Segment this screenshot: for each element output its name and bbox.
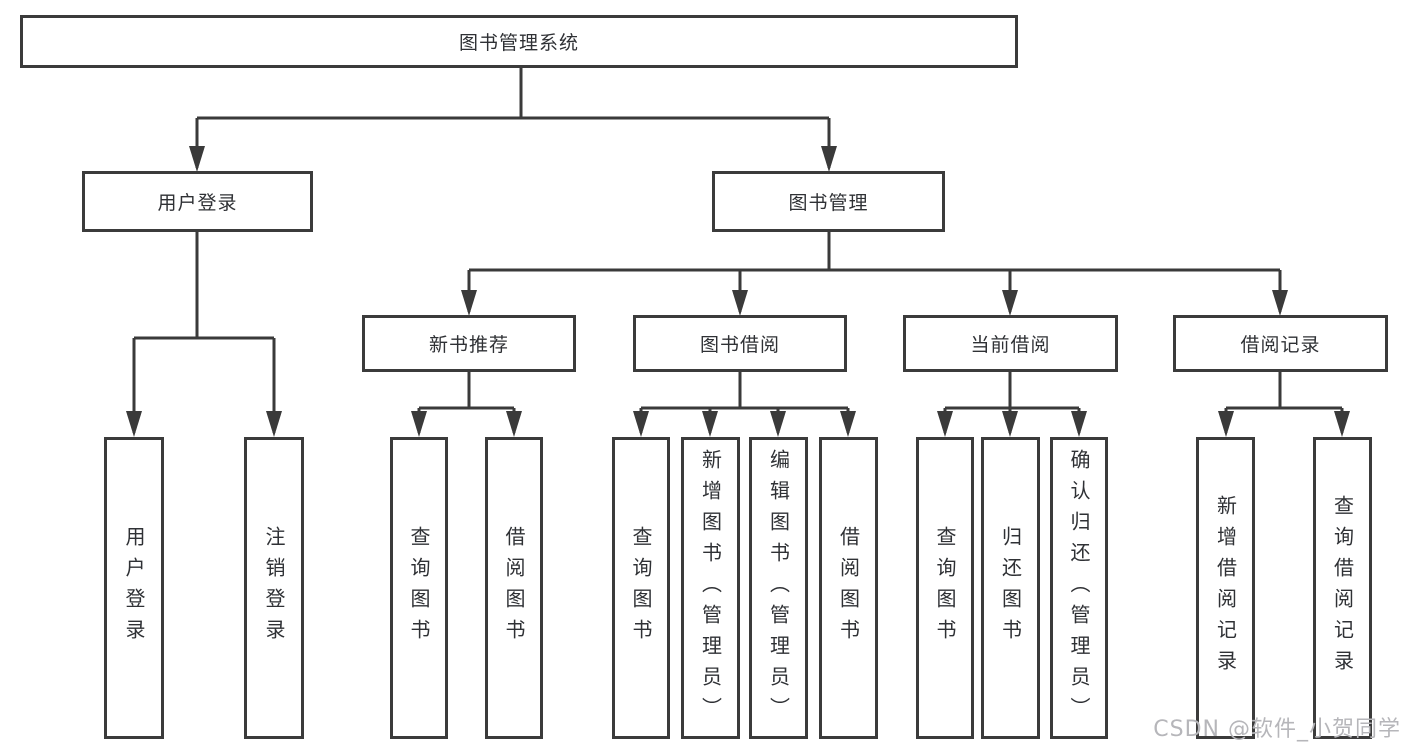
leaf-borrow-books-label: 借阅图书	[836, 526, 861, 650]
node-user-login: 用户登录	[82, 171, 313, 232]
csdn-watermark: CSDN @软件_小贺同学	[1153, 717, 1401, 742]
node-borrow-records: 借阅记录	[1173, 315, 1388, 372]
connector-bookborrow-to-leaves	[639, 372, 850, 433]
leaf-query-books-current-label: 查询图书	[933, 526, 957, 650]
leaf-query-borrow-record: 查询借阅记录	[1313, 437, 1372, 739]
leaf-confirm-return-admin: 确认归还（管理员）	[1050, 437, 1108, 739]
connector-userlogin-to-leaves	[132, 232, 276, 433]
node-book-management-label: 图书管理	[788, 192, 869, 214]
arrowheads	[126, 146, 1350, 437]
leaf-user-login: 用户登录	[104, 437, 164, 739]
leaf-confirm-return-admin-label: 确认归还（管理员）	[1067, 448, 1091, 728]
leaf-query-books-current: 查询图书	[916, 437, 974, 739]
node-current-borrow-label: 当前借阅	[970, 334, 1051, 356]
leaf-borrow-books-recommend: 借阅图书	[485, 437, 543, 739]
leaf-logout-label: 注销登录	[262, 526, 286, 650]
leaf-borrow-books: 借阅图书	[819, 437, 878, 739]
leaf-return-books-label: 归还图书	[998, 526, 1023, 650]
node-book-borrow: 图书借阅	[633, 315, 847, 372]
node-user-login-label: 用户登录	[157, 192, 238, 214]
leaf-add-borrow-record: 新增借阅记录	[1196, 437, 1255, 739]
leaf-query-books-recommend-label: 查询图书	[407, 526, 431, 650]
node-new-book-recommend-label: 新书推荐	[428, 334, 509, 356]
leaf-query-books-borrow: 查询图书	[612, 437, 670, 739]
leaf-edit-books-admin: 编辑图书（管理员）	[749, 437, 808, 739]
leaf-borrow-books-recommend-label: 借阅图书	[502, 526, 526, 650]
leaf-query-borrow-record-label: 查询借阅记录	[1330, 495, 1355, 681]
node-book-borrow-label: 图书借阅	[699, 334, 780, 356]
leaf-query-books-recommend: 查询图书	[390, 437, 448, 739]
leaf-add-borrow-record-label: 新增借阅记录	[1213, 495, 1238, 681]
leaf-query-books-borrow-label: 查询图书	[629, 526, 653, 650]
node-root-system: 图书管理系统	[20, 15, 1018, 68]
node-book-management: 图书管理	[712, 171, 945, 232]
connector-newbook-to-leaves	[417, 372, 516, 433]
node-root-label: 图书管理系统	[458, 32, 579, 54]
leaf-return-books: 归还图书	[981, 437, 1040, 739]
leaf-add-books-admin-label: 新增图书（管理员）	[698, 448, 723, 728]
node-new-book-recommend: 新书推荐	[362, 315, 576, 372]
node-current-borrow: 当前借阅	[903, 315, 1118, 372]
connector-borrowrecord-to-leaves	[1224, 372, 1344, 433]
connector-root-to-level2	[195, 68, 831, 168]
leaf-user-login-label: 用户登录	[122, 526, 146, 650]
connector-bookmgmt-to-level3	[467, 232, 1282, 312]
leaf-edit-books-admin-label: 编辑图书（管理员）	[766, 448, 791, 728]
node-borrow-records-label: 借阅记录	[1240, 334, 1321, 356]
leaf-add-books-admin: 新增图书（管理员）	[681, 437, 740, 739]
leaf-logout: 注销登录	[244, 437, 304, 739]
